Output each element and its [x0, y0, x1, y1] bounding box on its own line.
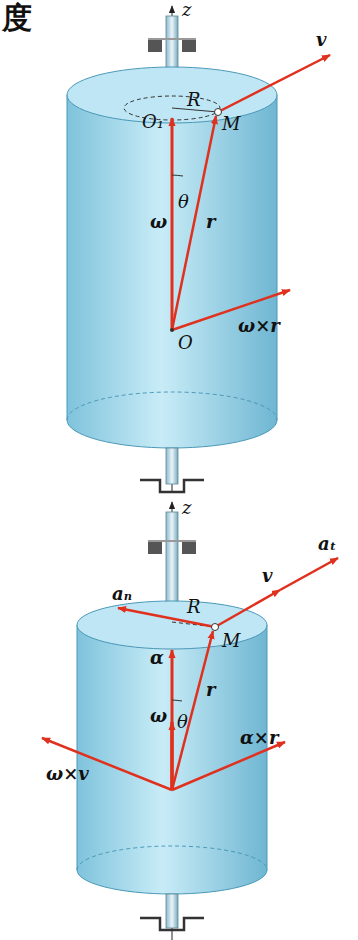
vector-label: ω×v	[46, 764, 89, 784]
angle-label: θ	[177, 712, 188, 732]
axis-label: z	[182, 0, 191, 20]
bottom-figure	[42, 502, 338, 940]
point-label: M	[222, 114, 240, 134]
vector-label: α	[150, 648, 164, 668]
dimension-label: R	[187, 90, 201, 110]
angle-label: θ	[178, 192, 189, 212]
vector-label: ω	[150, 212, 167, 232]
vector-label: ω	[150, 706, 167, 726]
vector-label: v	[262, 566, 272, 586]
vector-label: v	[316, 30, 326, 50]
vector-label: aₜ	[318, 534, 336, 554]
vector-label: ω×r	[238, 316, 280, 336]
section-heading-fragment: 度	[2, 2, 32, 34]
point-label: O₁	[142, 112, 164, 132]
top-figure	[67, 6, 330, 492]
point-label: O	[178, 333, 193, 353]
dimension-label: R	[187, 597, 201, 617]
point-label: M	[222, 631, 240, 651]
vector-label: r	[206, 680, 215, 700]
vector-label: α×r	[240, 728, 278, 748]
axis-label: z	[182, 498, 191, 518]
vector-label: aₙ	[112, 584, 132, 604]
vector-label: r	[206, 212, 215, 232]
